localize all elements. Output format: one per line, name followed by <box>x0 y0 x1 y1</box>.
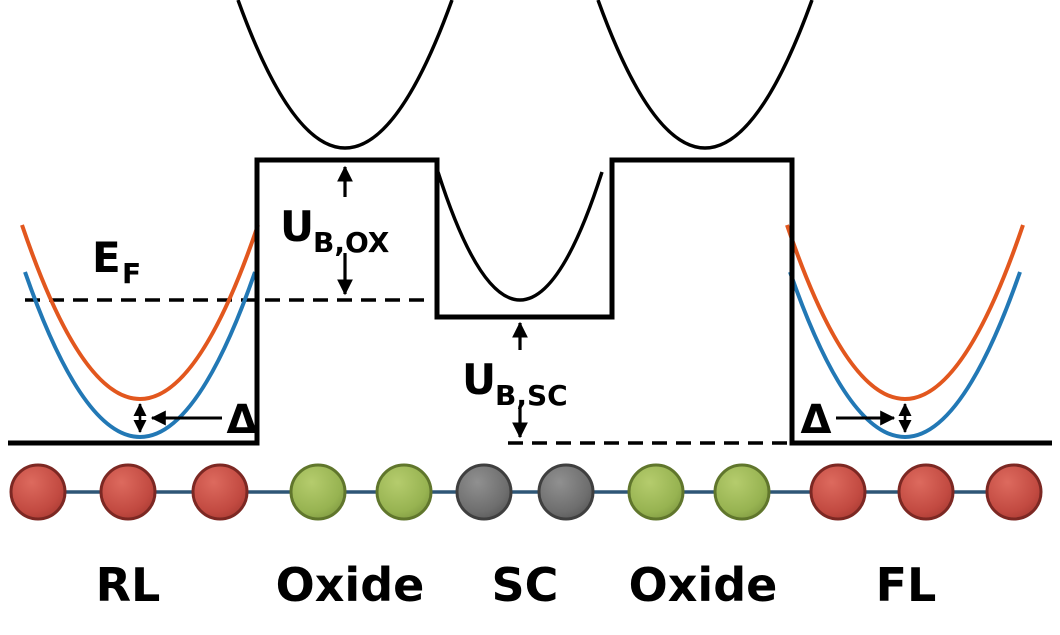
spin-down-band-right <box>788 271 1022 439</box>
atom-red <box>985 463 1043 521</box>
oxide-barrier-label-sub: B,OX <box>313 226 390 259</box>
oxide-band-right <box>596 0 814 150</box>
potential-profile-line <box>8 157 1052 446</box>
region-label-rl: RL <box>96 558 161 612</box>
atom-red <box>809 463 867 521</box>
fermi-level-label-sub: F <box>122 257 141 290</box>
atom-gray <box>537 463 595 521</box>
sc-barrier-label-bg <box>454 350 598 406</box>
atom-red <box>99 463 157 521</box>
sc-barrier-label-sub: B,SC <box>495 379 568 412</box>
atom-gray <box>455 463 513 521</box>
delta-label-left: Δ <box>227 397 258 443</box>
atom-green <box>713 463 771 521</box>
region-label-fl: FL <box>876 558 937 612</box>
oxide-band-left <box>236 0 454 150</box>
atomic-chain <box>9 463 1043 521</box>
region-label-sc: SC <box>492 558 559 612</box>
atom-green <box>375 463 433 521</box>
sc-barrier-label: U <box>462 355 496 404</box>
spin-down-band-left <box>23 271 257 439</box>
region-label-oxide-right: Oxide <box>629 558 778 612</box>
region-label-oxide-left: Oxide <box>276 558 425 612</box>
atom-green <box>289 463 347 521</box>
semiconductor-band <box>436 171 604 302</box>
spin-up-band-left <box>20 224 260 401</box>
atom-red <box>897 463 955 521</box>
atom-red <box>191 463 249 521</box>
fermi-level-label: E <box>92 233 121 282</box>
oxide-barrier-label: U <box>280 202 314 251</box>
spin-up-band-right <box>785 224 1025 401</box>
atom-green <box>627 463 685 521</box>
oxide-barrier-label-bg <box>272 197 420 253</box>
delta-label-right: Δ <box>801 397 832 443</box>
atom-red <box>9 463 67 521</box>
